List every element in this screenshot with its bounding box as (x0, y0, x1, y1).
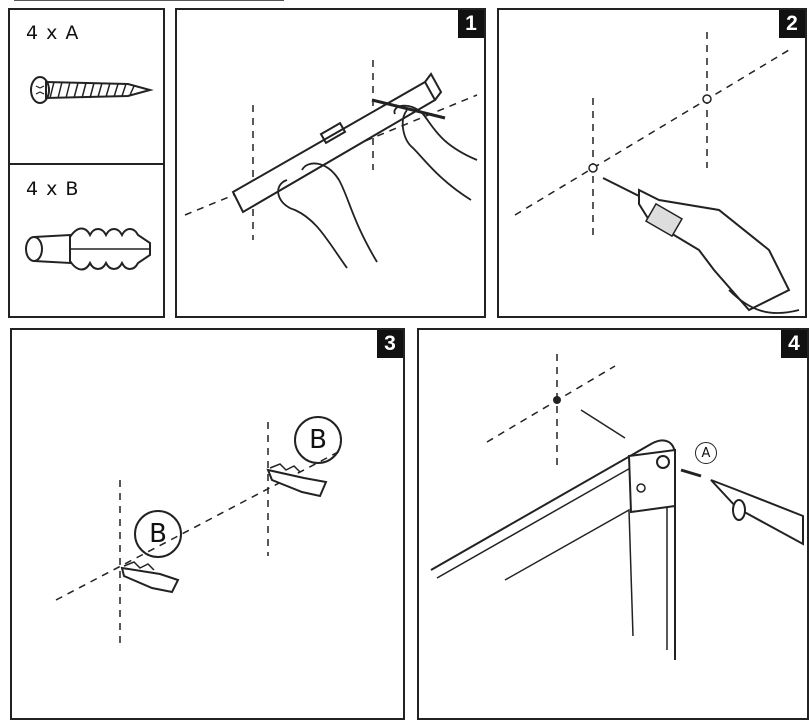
step-3-badge: 3 (377, 330, 403, 358)
parts-divider (10, 163, 163, 165)
wall-plug-icon (25, 227, 151, 271)
step-3-panel: 3 B B (10, 328, 405, 720)
step-1-panel: 1 (175, 8, 486, 318)
step-2-badge: 2 (779, 10, 805, 38)
drilling-illustration (514, 32, 800, 314)
parts-panel: 4 x A 4 x B (8, 8, 165, 318)
wall-plug-insertion-illustration (55, 422, 343, 648)
step-2-panel: 2 (497, 8, 807, 318)
mounting-illustration (430, 354, 804, 660)
step-4-badge: 4 (781, 330, 807, 358)
step-3-left-callout: B (134, 510, 182, 558)
level-marking-illustration (184, 60, 478, 269)
part-a-label: 4 x A (26, 22, 80, 44)
screw-icon (30, 76, 154, 104)
step-1-badge: 1 (458, 10, 484, 38)
step-4-screw-callout: A (695, 442, 717, 464)
cropped-header-line (14, 0, 284, 7)
step-4-panel: 4 A (417, 328, 809, 720)
part-b-label: 4 x B (26, 178, 80, 200)
step-3-right-callout: B (294, 416, 342, 464)
